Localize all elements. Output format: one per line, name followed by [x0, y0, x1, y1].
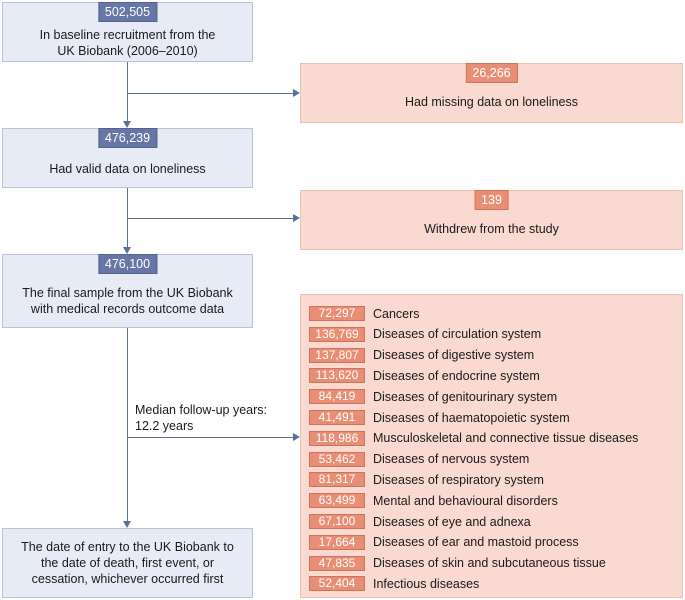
outcome-count: 47,835: [309, 555, 365, 571]
missing-text: Had missing data on loneliness: [404, 95, 579, 109]
outcome-label: Diseases of ear and mastoid process: [373, 535, 579, 550]
baseline-text-line1: In baseline recruitment from the: [39, 28, 216, 42]
outcome-label: Infectious diseases: [373, 576, 480, 591]
outcome-count: 84,419: [309, 389, 365, 405]
outcome-row: 81,317 Diseases of respiratory system: [309, 471, 544, 488]
outcome-row: 52,404 Infectious diseases: [309, 575, 479, 592]
outcomes-box: 72,297 Cancers 136,769 Diseases of circulat…: [300, 294, 683, 598]
followup-line1: Median follow-up years:: [135, 403, 268, 417]
baseline-box: 502,505 In baseline recruitment from the…: [2, 2, 253, 62]
connector-to-outcomes: [127, 437, 293, 438]
end-text-line2: the date of death, first event, or: [40, 556, 215, 570]
valid-count: 476,239: [97, 128, 158, 148]
arrowhead-to-outcomes: [293, 433, 300, 441]
valid-data-box: 476,239 Had valid data on loneliness: [2, 128, 253, 188]
connector-final-end: [127, 328, 128, 521]
connector-to-withdrew: [127, 218, 293, 219]
outcome-count: 52,404: [309, 576, 365, 592]
withdrew-text: Withdrew from the study: [424, 222, 559, 236]
arrowhead-to-end: [123, 521, 131, 528]
outcome-label: Diseases of circulation system: [373, 327, 542, 342]
final-text-line1: The final sample from the UK Biobank: [22, 286, 233, 300]
outcome-label: Cancers: [373, 306, 420, 321]
arrowhead-to-final: [123, 247, 131, 254]
outcome-row: 67,100 Diseases of eye and adnexa: [309, 513, 531, 530]
end-date-box: The date of entry to the UK Biobank to t…: [2, 528, 253, 598]
outcome-count: 53,462: [309, 451, 365, 467]
missing-data-box: 26,266 Had missing data on loneliness: [300, 63, 683, 123]
outcome-row: 47,835 Diseases of skin and subcutaneous …: [309, 555, 606, 572]
outcome-label: Musculoskeletal and connective tissue di…: [373, 431, 639, 446]
baseline-count: 502,505: [97, 2, 158, 22]
followup-line2: 12.2 years: [135, 419, 194, 433]
withdrew-box: 139 Withdrew from the study: [300, 190, 683, 250]
outcome-count: 72,297: [309, 306, 365, 321]
followup-label: Median follow-up years: 12.2 years: [135, 402, 267, 434]
outcome-label: Diseases of respiratory system: [373, 472, 544, 487]
end-text-line1: The date of entry to the UK Biobank to: [21, 540, 234, 554]
outcome-row: 41,491 Diseases of haematopoietic system: [309, 409, 570, 426]
final-count: 476,100: [97, 254, 158, 274]
outcome-label: Diseases of digestive system: [373, 348, 535, 363]
outcome-row: 72,297 Cancers: [309, 305, 420, 322]
outcome-count: 113,620: [309, 368, 365, 384]
connector-baseline-valid: [127, 62, 128, 121]
outcome-row: 137,807 Diseases of digestive system: [309, 347, 534, 364]
outcome-label: Diseases of nervous system: [373, 452, 530, 467]
outcome-count: 67,100: [309, 514, 365, 529]
outcome-count: 118,986: [309, 430, 365, 446]
end-text-line3: cessation, whichever occurred first: [31, 572, 224, 586]
arrowhead-to-valid: [123, 121, 131, 128]
outcome-count: 136,769: [309, 326, 365, 342]
outcome-label: Diseases of genitourinary system: [373, 389, 558, 404]
outcome-row: 118,986 Musculoskeletal and connective ti…: [309, 430, 638, 447]
outcome-count: 41,491: [309, 410, 365, 425]
valid-text: Had valid data on loneliness: [49, 162, 206, 176]
connector-valid-final: [127, 188, 128, 247]
outcome-row: 136,769 Diseases of circulation system: [309, 326, 541, 343]
outcome-label: Diseases of endocrine system: [373, 368, 540, 383]
outcome-row: 53,462 Diseases of nervous system: [309, 451, 529, 468]
outcome-count: 17,664: [309, 534, 365, 550]
arrowhead-to-withdrew: [293, 214, 300, 222]
missing-count: 26,266: [465, 63, 518, 83]
outcome-count: 137,807: [309, 347, 365, 363]
outcome-label: Diseases of eye and adnexa: [373, 514, 531, 529]
outcome-row: 17,664 Diseases of ear and mastoid proces…: [309, 534, 579, 551]
arrowhead-to-missing: [293, 89, 300, 97]
outcome-label: Diseases of skin and subcutaneous tissue: [373, 556, 606, 571]
outcome-row: 84,419 Diseases of genitourinary system: [309, 388, 557, 405]
final-sample-box: 476,100 The final sample from the UK Bio…: [2, 254, 253, 328]
connector-to-missing: [127, 93, 293, 94]
outcome-count: 63,499: [309, 493, 365, 509]
outcome-label: Diseases of haematopoietic system: [373, 410, 570, 425]
baseline-text-line2: UK Biobank (2006–2010): [57, 44, 198, 58]
outcome-row: 63,499 Mental and behavioural disorders: [309, 492, 558, 509]
outcome-row: 113,620 Diseases of endocrine system: [309, 367, 540, 384]
outcome-count: 81,317: [309, 472, 365, 488]
outcome-label: Mental and behavioural disorders: [373, 493, 558, 508]
final-text-line2: with medical records outcome data: [30, 302, 225, 316]
withdrew-count: 139: [474, 190, 509, 210]
